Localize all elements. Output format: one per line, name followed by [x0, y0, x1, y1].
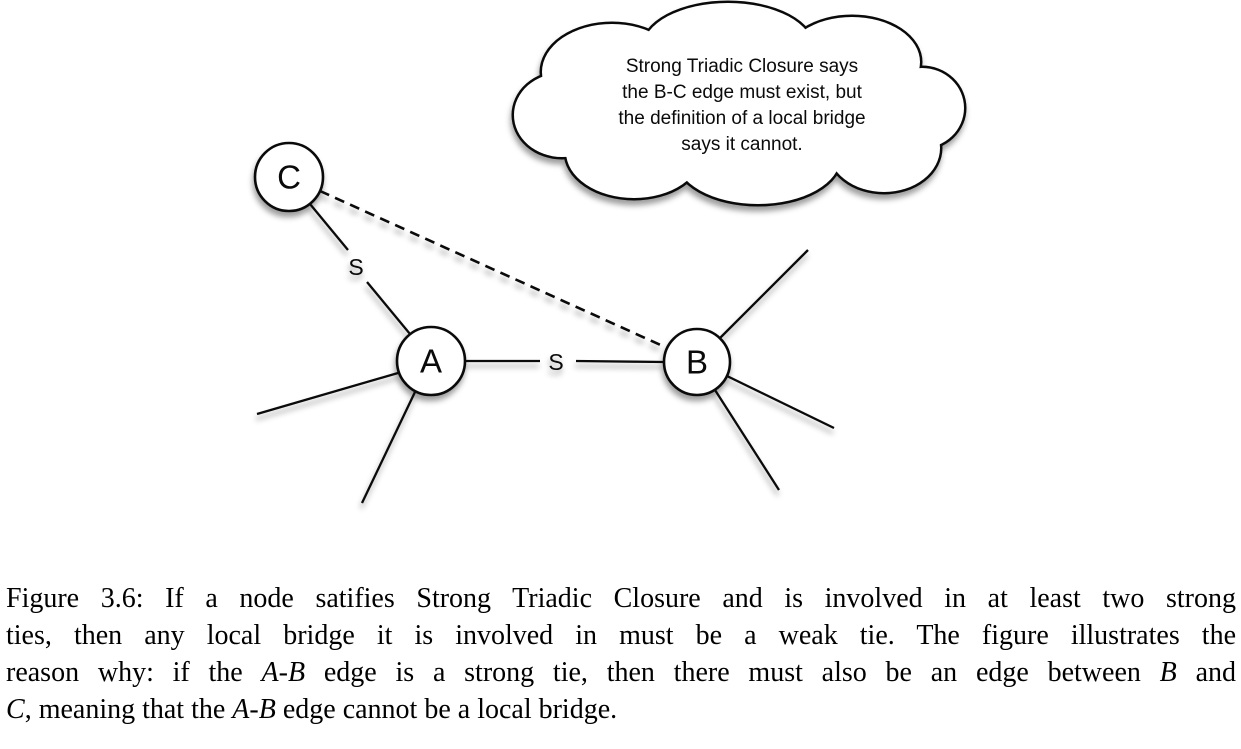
strong-tie-label: S: [548, 349, 563, 375]
figure-caption: Figure 3.6: If a node satifies Strong Tr…: [6, 580, 1236, 728]
stub-B-down: [714, 389, 780, 491]
node-B-circle: [662, 327, 732, 397]
stub-A-down: [360, 391, 417, 504]
cloud-text-line: Strong Triadic Closure says: [626, 56, 858, 77]
edge-C-A-seg2: [366, 281, 411, 335]
node-B-label: B: [686, 344, 708, 381]
edge-C-B-dashed: [319, 189, 666, 349]
caption-segment-italic: A: [232, 694, 250, 725]
node-C-label: C: [277, 159, 301, 196]
caption-segment: edge is a strong tie, then there must al…: [305, 657, 1160, 688]
node-A-circle: [395, 325, 467, 397]
node-A-label: A: [420, 343, 442, 380]
caption-segment: -: [278, 657, 288, 688]
node-C-circle: [253, 141, 325, 213]
caption-line: reason why: if the A-B edge is a strong …: [6, 654, 1236, 691]
strong-tie-label: S: [348, 254, 363, 280]
caption-line: ties, then any local bridge it is involv…: [6, 617, 1236, 654]
caption-segment-italic: A: [261, 657, 279, 688]
caption-segment-italic: C: [6, 694, 25, 725]
caption-line: Figure 3.6: If a node satifies Strong Tr…: [6, 580, 1236, 617]
graph: C A B S S: [253, 141, 835, 504]
caption-segment: -: [249, 694, 259, 725]
cloud-text-line: says it cannot.: [681, 134, 802, 155]
cloud-text-line: the definition of a local bridge: [618, 108, 865, 129]
caption-segment: ties, then any local bridge it is involv…: [6, 620, 1236, 651]
caption-segment: reason why: if the: [6, 657, 262, 688]
stub-A-left: [256, 371, 399, 416]
caption-segment: , meaning that the: [24, 694, 233, 725]
caption-segment: Figure 3.6: If a node satifies Strong Tr…: [6, 583, 1236, 614]
caption-line: C, meaning that the A-B edge cannot be a…: [6, 691, 1236, 728]
edge-A-B-seg2: [575, 359, 665, 364]
cloud-text-line: the B-C edge must exist, but: [622, 82, 862, 103]
figure-diagram: Strong Triadic Closure says the B-C edge …: [253, 0, 967, 504]
edge-C-A-seg1: [309, 203, 349, 251]
thought-cloud: Strong Triadic Closure says the B-C edge …: [511, 0, 967, 207]
stub-B-upper-right: [719, 249, 809, 339]
caption-segment: edge cannot be a local bridge.: [275, 694, 618, 725]
cloud-puff-fill: [590, 45, 890, 165]
caption-segment-italic: B: [258, 694, 276, 725]
stub-B-lower-right: [726, 374, 835, 430]
caption-segment-italic: B: [1159, 657, 1177, 688]
caption-segment-italic: B: [287, 657, 306, 688]
caption-segment: and: [1176, 657, 1236, 688]
